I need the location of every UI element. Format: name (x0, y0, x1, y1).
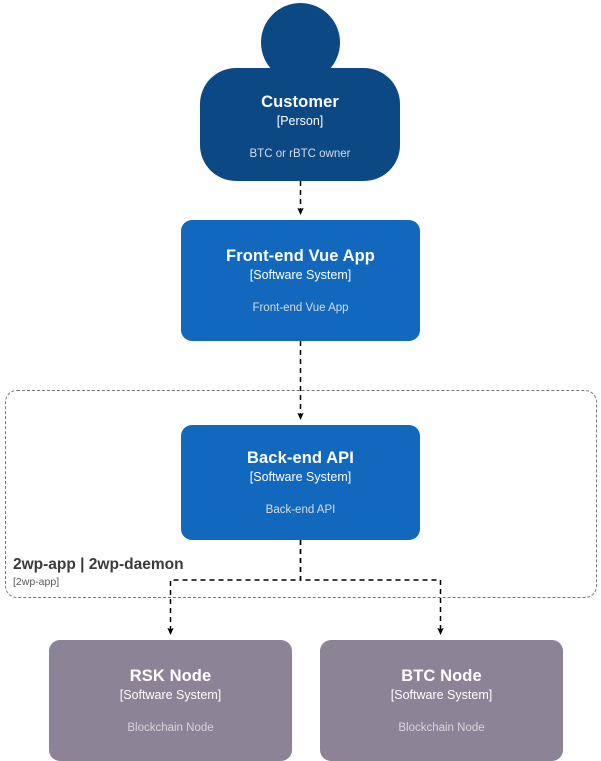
frontend-type: [Software System] (249, 267, 352, 282)
node-btc-node[interactable]: BTC Node [Software System] Blockchain No… (320, 640, 563, 761)
backend-type: [Software System] (249, 469, 352, 484)
node-rsk-node[interactable]: RSK Node [Software System] Blockchain No… (49, 640, 292, 761)
boundary-2wp-app (5, 390, 597, 598)
customer-type: [Person] (276, 114, 324, 128)
backend-title: Back-end API (247, 448, 354, 467)
rsk-node-type: [Software System] (119, 687, 222, 702)
backend-description: Back-end API (265, 503, 336, 516)
boundary-title: 2wp-app | 2wp-daemon (13, 556, 184, 573)
btc-node-type: [Software System] (390, 687, 493, 702)
customer-body-shape: Customer [Person] BTC or rBTC owner (200, 68, 400, 181)
rsk-node-description: Blockchain Node (127, 721, 214, 734)
frontend-description: Front-end Vue App (252, 301, 349, 314)
customer-title: Customer (261, 93, 339, 111)
boundary-type: [2wp-app] (13, 576, 60, 588)
customer-description: BTC or rBTC owner (249, 148, 351, 160)
rsk-node-title: RSK Node (129, 666, 212, 685)
btc-node-description: Blockchain Node (398, 721, 485, 734)
node-backend-api[interactable]: Back-end API [Software System] Back-end … (181, 425, 420, 540)
edge-backend-to-btc-node (299, 540, 444, 636)
btc-node-title: BTC Node (401, 666, 482, 685)
boundary-label: 2wp-app | 2wp-daemon [2wp-app] (13, 555, 313, 589)
frontend-title: Front-end Vue App (226, 246, 375, 265)
node-frontend-vue-app[interactable]: Front-end Vue App [Software System] Fron… (181, 220, 420, 341)
